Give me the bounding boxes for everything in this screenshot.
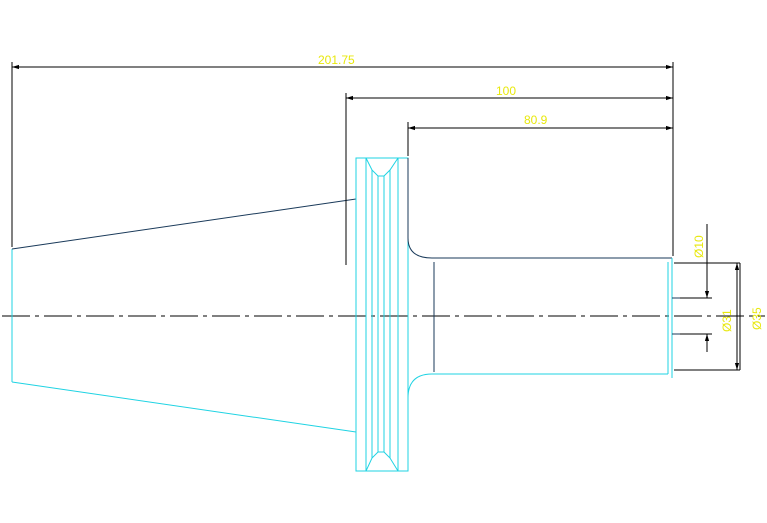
- dim-text-80-9: 80.9: [524, 113, 548, 127]
- dim-text-dia35: Ø35: [750, 307, 764, 330]
- dimension-lines: [12, 64, 741, 370]
- dim-text-100: 100: [496, 84, 516, 98]
- dim-text-dia10: Ø10: [692, 235, 706, 258]
- dim-text-overall: 201.75: [318, 53, 355, 67]
- taper-shank: [11, 198, 357, 433]
- flange: [355, 157, 409, 472]
- body-lower: [407, 373, 668, 471]
- tool-end: [667, 258, 705, 378]
- extension-lines: [11, 62, 740, 371]
- body-neck: [407, 158, 672, 259]
- dim-text-dia31: Ø31: [720, 309, 734, 332]
